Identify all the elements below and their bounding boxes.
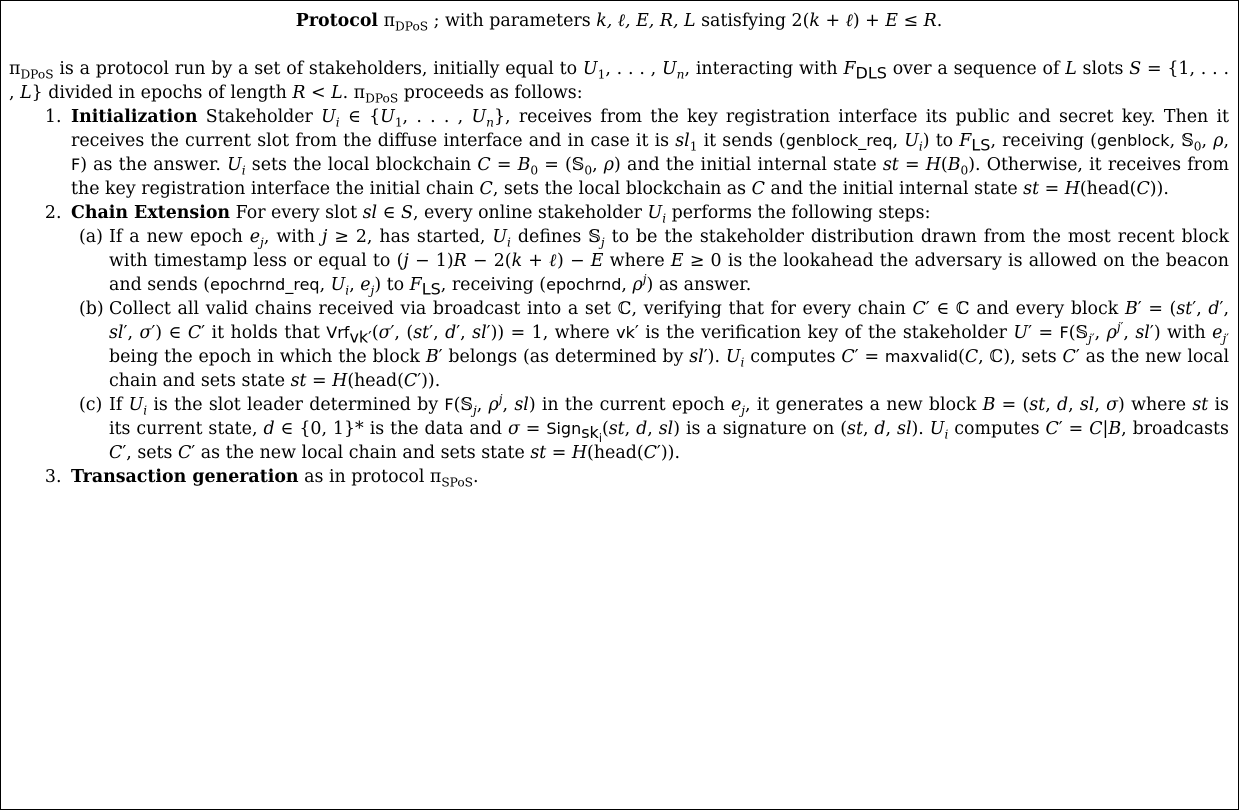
title-text: πDPoS ; with parameters k, ℓ, E, R, L sa… [383,11,943,34]
protocol-steps: Initialization Stakeholder Ui ∈ {U1, . .… [9,105,1229,489]
substep-label: (a) [79,227,103,247]
protocol-content: Protocol πDPoS ; with parameters k, ℓ, E… [9,9,1229,489]
chain-extension-substeps: (a)If a new epoch ej, with j ≥ 2, has st… [71,225,1229,465]
step-heading: Transaction generation [71,467,299,487]
step-transaction-generation: Transaction generation as in protocol πS… [67,465,1229,489]
substep-c: (c)If Ui is the slot leader determined b… [79,392,1229,463]
protocol-title: Protocol πDPoS ; with parameters k, ℓ, E… [9,9,1229,33]
step-initialization: Initialization Stakeholder Ui ∈ {U1, . .… [67,105,1229,201]
step-heading: Chain Extension [71,203,231,223]
substep-label: (b) [79,299,104,319]
substep-a: (a)If a new epoch ej, with j ≥ 2, has st… [79,227,1229,299]
substep-label: (c) [79,395,103,415]
title-keyword: Protocol [295,11,379,31]
intro-paragraph: πDPoS is a protocol run by a set of stak… [9,59,1229,106]
step-heading: Initialization [71,107,198,127]
step-chain-extension: Chain Extension For every slot sl ∈ S, e… [67,201,1229,465]
substep-b: (b)Collect all valid chains received via… [79,299,1230,391]
